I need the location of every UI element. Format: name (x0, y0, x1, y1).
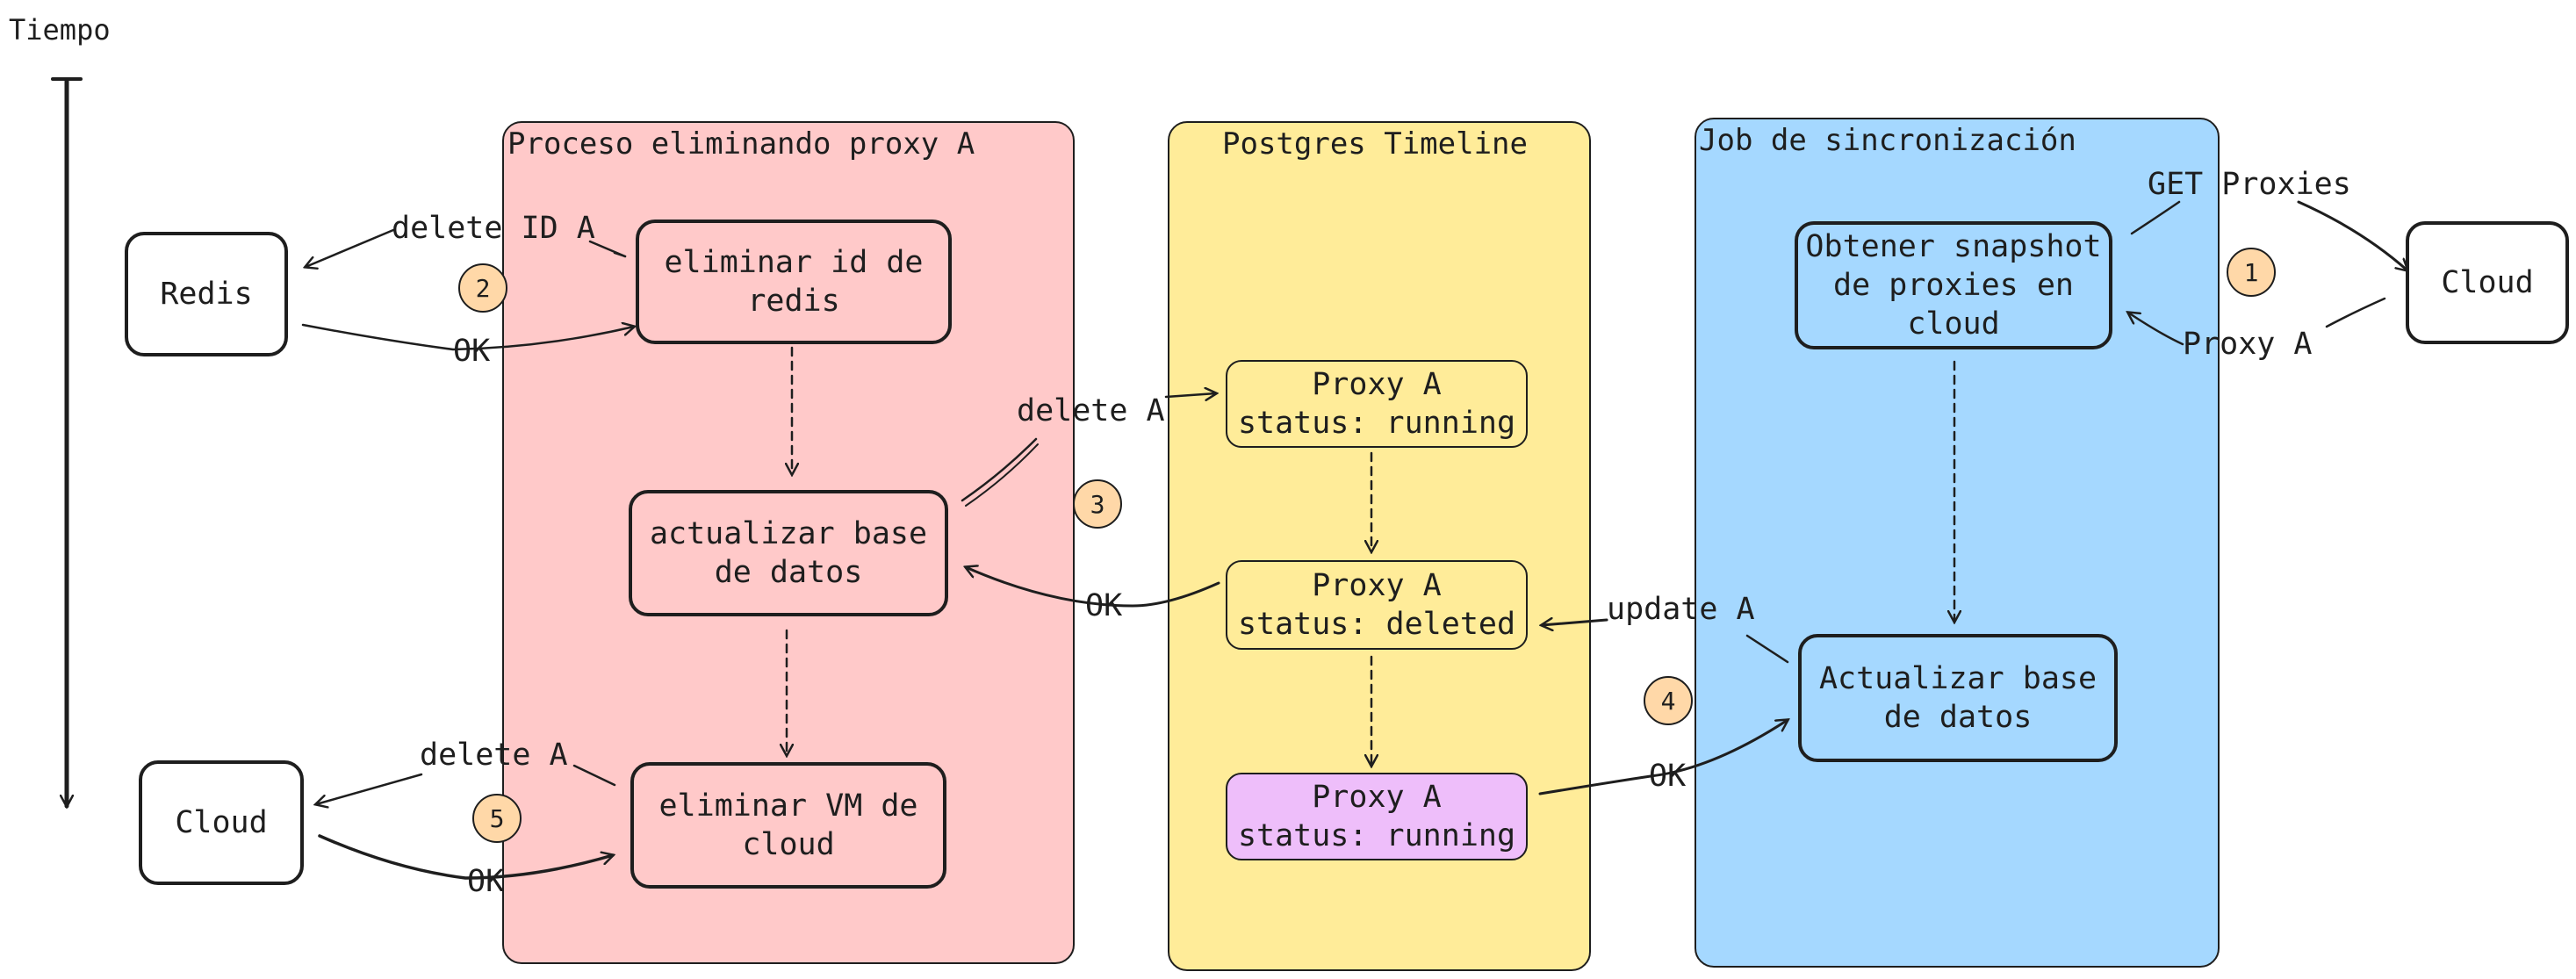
snapshot-node: Obtener snapshot de proxies en cloud (1795, 221, 2112, 349)
arrow-vm-to-delete-label (572, 764, 616, 787)
postgres-timeline-title: Postgres Timeline (1222, 126, 1528, 162)
arrow-update-to-pg-1 (961, 437, 1038, 502)
label-get-proxies: GET Proxies (2148, 167, 2351, 202)
cloud-right-node: Cloud (2406, 221, 2569, 344)
time-axis-label: Tiempo (9, 13, 111, 47)
step-badge-2: 2 (458, 263, 507, 313)
label-ok-sync: OK (1649, 759, 1687, 794)
label-delete-a-pg: delete A (1017, 393, 1165, 428)
redis-node: Redis (125, 232, 288, 356)
label-ok-pg: OK (1085, 588, 1123, 623)
label-delete-id-a: delete ID A (392, 211, 595, 246)
label-ok-redis: OK (453, 334, 491, 369)
arrow-delete-id-redis-head (306, 228, 395, 267)
arrow-delete-a-to-pg (1164, 393, 1216, 397)
proxy-running-2-node: Proxy A status: running (1226, 773, 1528, 860)
sync-job-title: Job de sincronización (1699, 123, 2076, 158)
label-ok-cloud: OK (467, 864, 505, 899)
arrow-proxy-a-to-snapshot (2128, 313, 2184, 346)
proxy-deleted-node: Proxy A status: deleted (1226, 560, 1528, 650)
arrow-pg-to-sync-ok (1538, 720, 1788, 795)
arrow-remove-redis-to-label (588, 240, 627, 258)
arrow-snapshot-to-get (2130, 200, 2181, 235)
remove-vm-node: eliminar VM de cloud (630, 762, 946, 889)
arrow-delete-a-cloud-left (316, 773, 423, 804)
arrow-sync-update-to-label (1745, 634, 1789, 664)
label-delete-a-cloud: delete A (420, 738, 568, 773)
label-update-a: update A (1607, 592, 1755, 627)
update-db-right-node: Actualizar base de datos (1798, 634, 2118, 762)
arrow-cloud-left-ok (318, 834, 613, 880)
remove-redis-node: eliminar id de redis (636, 220, 952, 344)
delete-process-title: Proceso eliminando proxy A (507, 126, 975, 162)
step-badge-3: 3 (1073, 479, 1122, 529)
cloud-left-node: Cloud (139, 760, 304, 885)
step-badge-1: 1 (2227, 248, 2276, 297)
label-proxy-a: Proxy A (2183, 327, 2313, 362)
arrow-get-to-cloud (2297, 200, 2407, 270)
arrow-pg-ok (966, 567, 1220, 608)
arrow-update-a-to-pg (1542, 620, 1608, 625)
update-db-left-node: actualizar base de datos (629, 490, 948, 616)
arrow-redis-ok (301, 325, 634, 351)
arrow-cloud-to-proxy-a (2325, 297, 2386, 328)
proxy-running-1-node: Proxy A status: running (1226, 360, 1528, 448)
step-badge-5: 5 (472, 794, 522, 843)
arrow-update-to-pg-2 (965, 443, 1039, 507)
step-badge-4: 4 (1644, 676, 1693, 725)
